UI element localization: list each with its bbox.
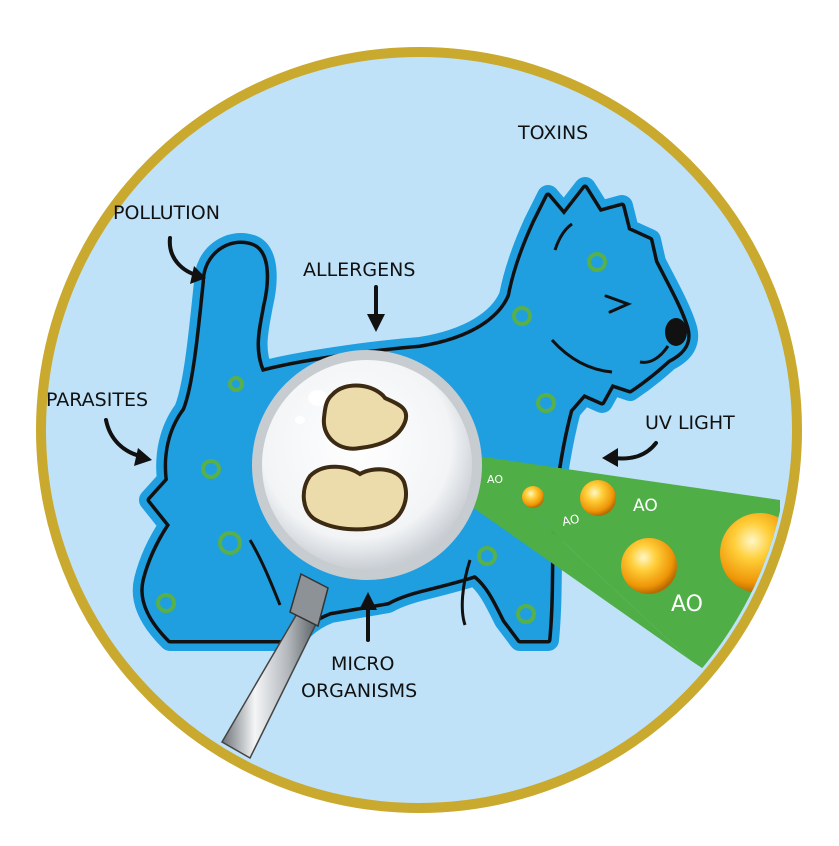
dog-eye — [604, 294, 633, 314]
beam-arrow-icon — [412, 433, 690, 660]
dog-jaw-line — [550, 338, 613, 374]
skin-spot — [536, 393, 556, 413]
lens-glare — [308, 390, 328, 406]
uv-light-beam — [470, 455, 780, 720]
allergens-arrowhead — [367, 314, 385, 332]
skin-spots — [156, 252, 607, 624]
ao-label: AO — [671, 592, 703, 617]
antioxidant-droplet-icon — [522, 486, 544, 508]
toxins-label: TOXINS — [517, 122, 588, 144]
antioxidant-droplet-icon — [621, 538, 677, 594]
ao-label: AO — [633, 496, 658, 516]
ao-labels: AO AO AO AO — [487, 473, 703, 617]
spore-icon — [301, 464, 408, 532]
skin-spot — [156, 593, 176, 613]
allergens-label: ALLERGENS — [303, 259, 415, 281]
uv-light-label: UV LIGHT — [645, 412, 735, 434]
uv-light-arrowhead — [602, 448, 618, 467]
arrows — [104, 236, 658, 642]
parasites-arrow-icon — [104, 418, 142, 458]
magnifier-collar — [289, 572, 329, 628]
micro-organisms-label-line2: ORGANISMS — [301, 680, 417, 702]
skin-spot — [218, 531, 242, 555]
skin-spot — [516, 604, 536, 624]
parasites-arrowhead — [134, 448, 152, 466]
skin-spot — [512, 306, 532, 326]
lens-glare — [295, 416, 305, 424]
skin-spot — [477, 546, 497, 566]
dog-mouth — [639, 345, 670, 364]
pollution-arrowhead — [190, 266, 206, 284]
dog-leg-line — [248, 539, 282, 606]
parasites-label: PARASITES — [46, 389, 148, 411]
magnifier-icon — [220, 350, 482, 760]
dog-ear-line — [553, 222, 573, 251]
spore-icon — [321, 383, 409, 451]
antioxidant-droplet-icon — [580, 480, 616, 516]
ao-label: AO — [561, 512, 581, 529]
skin-spot — [228, 376, 244, 392]
uv-light-arrow-icon — [612, 441, 658, 461]
micro-organisms-arrowhead — [359, 592, 377, 610]
dog-leg-line — [460, 559, 472, 626]
skin-spot — [201, 459, 221, 479]
ao-label: AO — [487, 473, 503, 486]
micro-organisms-label-line1: MICRO — [331, 653, 394, 675]
pollution-label: POLLUTION — [113, 202, 220, 224]
skin-spot — [587, 252, 607, 272]
dog-nose — [665, 318, 687, 346]
